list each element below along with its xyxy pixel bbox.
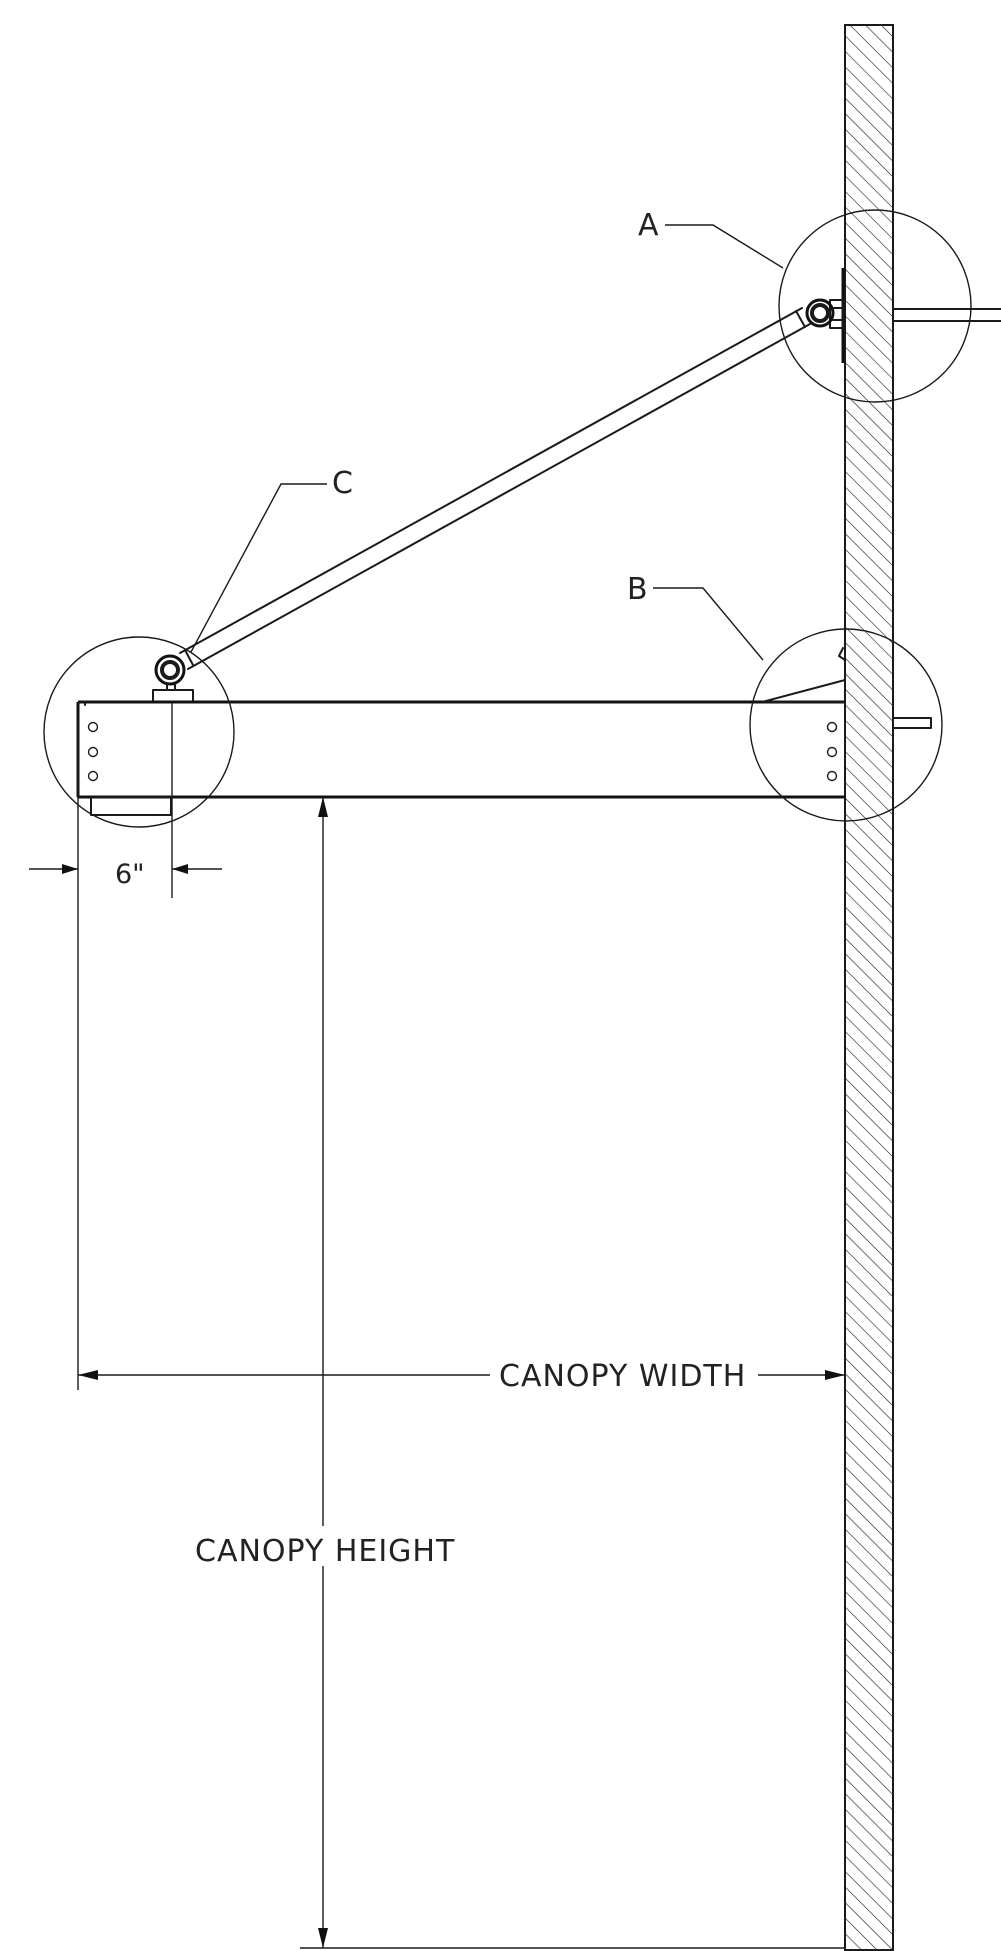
callout-label-a: A — [638, 208, 660, 243]
offset-dimension: 6" — [29, 702, 222, 1390]
callout-label-c: C — [332, 466, 354, 501]
canopy-height-dimension: CANOPY HEIGHT — [190, 797, 845, 1949]
canopy-width-dimension: CANOPY WIDTH — [78, 1359, 845, 1394]
detail-circle-b — [749, 628, 943, 822]
wall-bracket — [761, 647, 846, 703]
callout-leaders — [190, 224, 784, 661]
tie-rod — [179, 307, 811, 670]
left-bolt-holes — [87, 721, 99, 782]
offset-dimension-label: 6" — [115, 859, 145, 890]
upper-eye-fitting — [805, 298, 844, 328]
wall — [844, 24, 894, 1951]
canopy-frame — [76, 647, 846, 816]
lower-eye-fitting — [152, 654, 194, 703]
detail-circle-c — [43, 636, 235, 828]
upper-wall-anchor — [829, 268, 1001, 363]
detail-circle-a — [778, 209, 972, 403]
canopy-width-label: CANOPY WIDTH — [499, 1359, 746, 1394]
wall-hatching — [844, 24, 894, 1951]
right-bolt-holes — [826, 721, 838, 782]
callout-label-b: B — [627, 572, 649, 607]
lower-wall-anchor — [892, 717, 932, 729]
canopy-height-label: CANOPY HEIGHT — [195, 1534, 455, 1569]
